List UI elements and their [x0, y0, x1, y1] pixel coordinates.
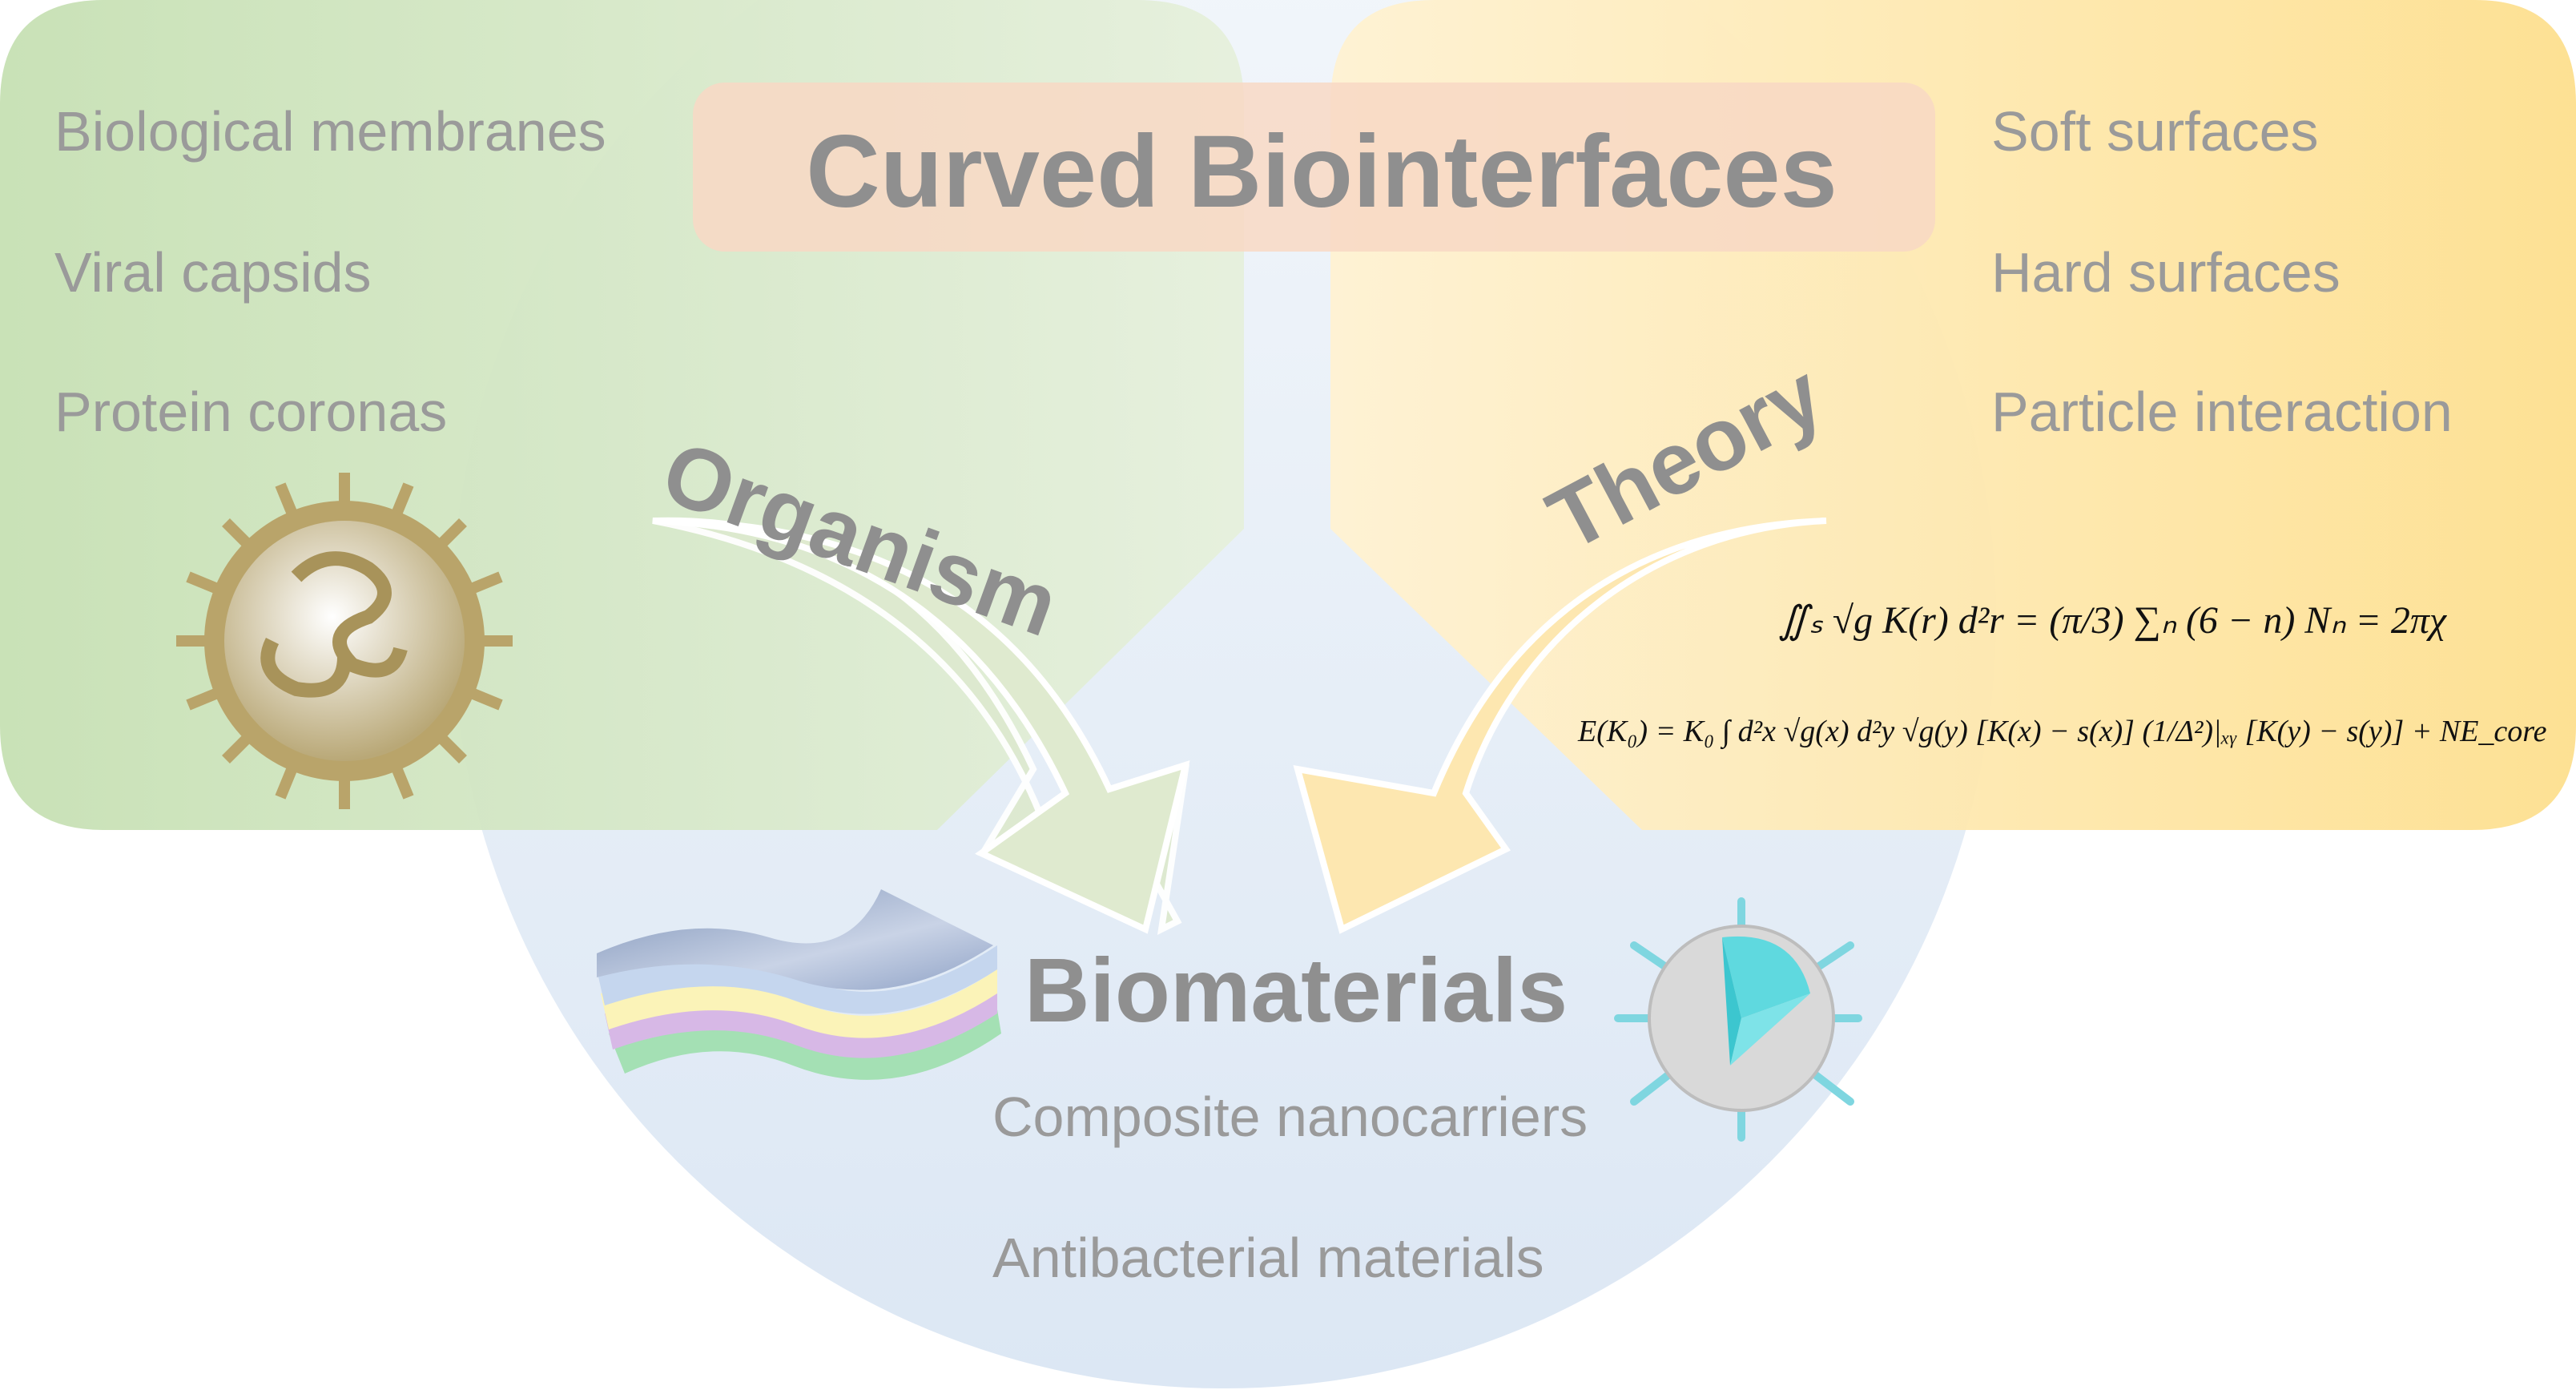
theory-arrow-body — [1293, 518, 1827, 934]
energy-equation: E(K₀) = K₀ ∫ d²x √g(x) d²y √g(y) [K(x) −… — [1577, 715, 2547, 750]
organism-item: Viral capsids — [54, 241, 372, 304]
organism-arrow-body — [652, 518, 1190, 934]
gauss-bonnet-equation: ∬ₛ √g K(r) d²r = (π/3) ∑ₙ (6 − n) Nₙ = 2… — [1778, 599, 2448, 642]
organism-item: Biological membranes — [54, 100, 606, 163]
page-title: Curved Biointerfaces — [806, 115, 1837, 229]
theory-item: Particle interaction — [1991, 381, 2453, 443]
biomaterials-item: Antibacterial materials — [992, 1227, 1544, 1289]
virus-icon — [176, 473, 513, 809]
organism-item: Protein coronas — [54, 381, 447, 443]
theory-item: Hard surfaces — [1991, 241, 2341, 304]
biomaterials-item: Composite nanocarriers — [992, 1086, 1588, 1148]
biomaterials-label: Biomaterials — [1024, 940, 1568, 1041]
title-box — [693, 83, 1935, 252]
theory-item: Soft surfaces — [1991, 100, 2319, 163]
nanoparticle-icon — [1614, 897, 1862, 1142]
layered-sheet-icon — [597, 889, 1001, 1080]
